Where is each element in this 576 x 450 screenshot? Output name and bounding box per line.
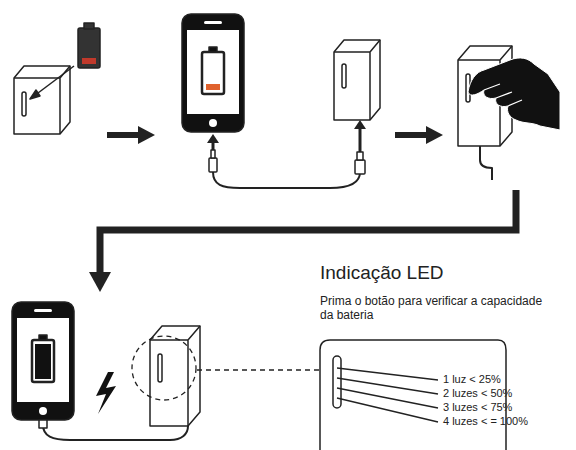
- usb-cable: [209, 150, 365, 188]
- hand: [468, 58, 560, 130]
- led-level-label: 2 luzes < 50%: [443, 387, 512, 400]
- phone: [12, 302, 74, 420]
- instruction-note: Prima o botão para verificar a capacidad…: [320, 294, 555, 323]
- battery-icon: [30, 23, 100, 99]
- section-heading: Indicação LED: [320, 262, 444, 285]
- phone: [182, 14, 244, 132]
- led-level-label: 1 luz < 25%: [443, 373, 501, 386]
- led-level-label: 4 luzes < = 100%: [443, 415, 528, 428]
- power-bank: [150, 326, 200, 426]
- power-bank: [334, 40, 380, 120]
- lightning-bolt: [96, 372, 116, 414]
- led-level-label: 3 luzes < 75%: [443, 401, 512, 414]
